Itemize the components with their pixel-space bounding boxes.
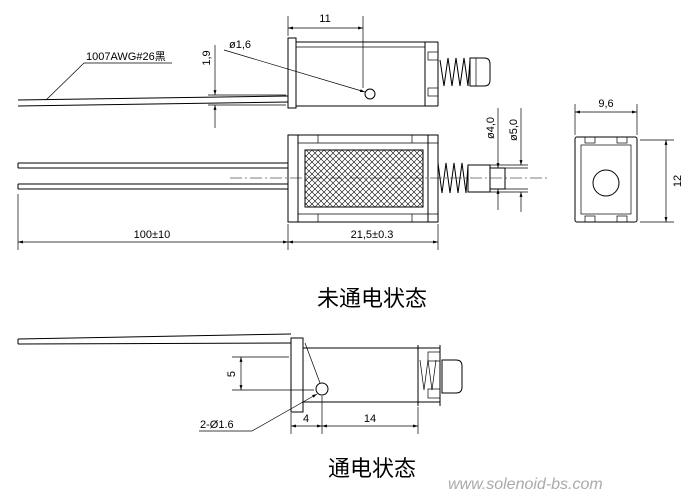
dim-1-9-label: 1,9 — [201, 50, 213, 65]
dim-12-label: 12 — [672, 175, 684, 187]
hole-diameter-label: ø1,6 — [229, 39, 251, 51]
side-wire-lower — [17, 101, 289, 107]
side-bracket-notch-top — [427, 51, 439, 61]
unenergized-top-view: ø4,0 ø5,0 100±10 21,5±0.3 — [17, 108, 548, 250]
side-bracket-notch-bottom — [427, 87, 439, 97]
side-end-plate — [287, 37, 297, 109]
top-spring — [437, 162, 469, 194]
dim-4-label: 4 — [303, 413, 309, 425]
end-view-inner — [580, 144, 632, 215]
energized-hole-label: 2-Ø1.6 — [200, 419, 234, 431]
dim-9-6-label: 9,6 — [598, 98, 613, 110]
energized-plunger-head — [441, 359, 463, 394]
watermark: www.solenoid-bs.com — [448, 476, 603, 493]
dim-body-label: 21,5±0.3 — [351, 229, 394, 241]
energized-hole-circle — [315, 382, 329, 396]
dim-5-label: 5 — [226, 371, 238, 377]
dim-11-label: 11 — [319, 13, 330, 25]
side-plunger-head — [469, 57, 491, 87]
dim-wire-label: 100±10 — [134, 229, 171, 241]
wire-label: 1007AWG#26黑 — [86, 50, 166, 63]
caption-energized: 通电状态 — [328, 457, 416, 482]
end-slot-bottom-left — [584, 215, 596, 223]
end-view-bore — [592, 169, 620, 197]
energized-end-plate — [290, 337, 304, 413]
wire-label-leader — [45, 62, 85, 101]
energized-view: 5 2-Ø1.6 4 14 — [17, 333, 463, 434]
energized-wire-upper — [17, 333, 292, 340]
end-view-outline — [574, 136, 638, 223]
hole-diameter-leader — [223, 49, 366, 93]
unenergized-side-view: 11 1,9 ø1,6 1007AWG#26黑 — [17, 13, 491, 128]
dim-14-label: 14 — [364, 413, 376, 425]
energized-notch-top — [427, 351, 441, 362]
side-hole-circle — [364, 88, 376, 100]
end-slot-top-left — [584, 136, 596, 144]
energized-hole-leader — [251, 393, 318, 432]
side-spring — [439, 57, 471, 87]
top-body-outline — [287, 134, 439, 223]
end-slot-bottom-right — [616, 215, 628, 223]
energized-wire-lead — [304, 342, 321, 384]
energized-compressed-spring — [419, 359, 437, 391]
end-slot-top-right — [616, 136, 628, 144]
unenergized-end-view: 9,6 12 — [574, 98, 684, 223]
energized-wire-lower — [17, 342, 292, 345]
energized-notch-bottom — [427, 388, 441, 399]
side-wire-upper — [17, 95, 289, 101]
dim-phi4-label: ø4,0 — [485, 117, 497, 139]
dim-phi5-label: ø5,0 — [508, 119, 520, 141]
caption-unenergized: 未通电状态 — [317, 287, 427, 312]
coil-winding — [304, 149, 424, 208]
